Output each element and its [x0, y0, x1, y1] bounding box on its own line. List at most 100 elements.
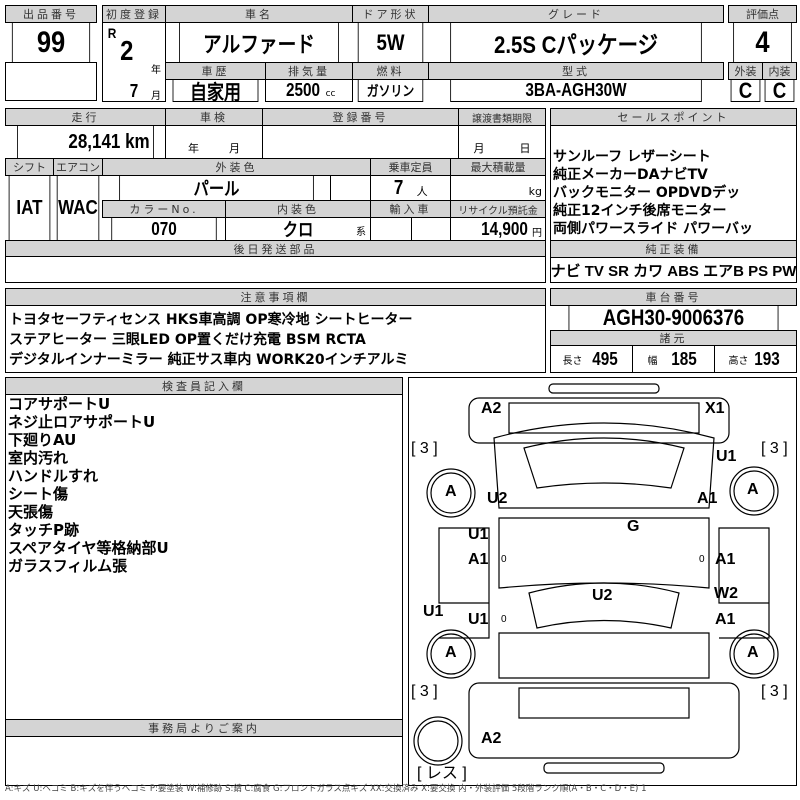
tire-mark: [ 3 ]: [411, 440, 438, 457]
inspector-line: コアサポートU: [8, 395, 111, 413]
later-parts: [5, 256, 546, 283]
damage-mark: A2: [481, 400, 502, 417]
inspection-label: 車検: [165, 108, 263, 126]
note-line: ステアヒーター 三眼LED OP置くだけ充電 BSM RCTA: [9, 332, 366, 348]
notes: トヨタセーフティセンス HKS車高調 OP寒冷地 シートヒーター ステアヒーター…: [5, 305, 546, 373]
lot-number: 99: [11, 22, 91, 63]
damage-mark: A1: [468, 551, 489, 568]
transfer-label: 譲渡書類期限: [458, 108, 546, 126]
inspection-month-unit: 月: [229, 142, 240, 155]
inspection-expiry: 年月: [165, 125, 263, 159]
import-b: [411, 217, 451, 241]
sales-point: バックモニター OPDVDデッ: [553, 185, 741, 201]
score-label: 評価点: [728, 5, 797, 23]
specs-label: 諸元: [550, 330, 797, 346]
damage-mark: W2: [714, 585, 738, 602]
damage-mark: A: [747, 481, 759, 498]
ext-grade: C: [730, 79, 761, 102]
capacity-label: 乗車定員: [370, 158, 451, 176]
inspector-notes: コアサポートU ネジ止ロアサポートU 下廻りAU 室内汚れ ハンドルすれ シート…: [8, 395, 169, 575]
sales-point: 純正メーカーDAナビTV: [553, 167, 708, 183]
int-color: クロ: [282, 220, 314, 240]
ac: WAC: [56, 175, 100, 241]
inspection-year-unit: 年: [188, 142, 199, 155]
recycle-unit: 円: [532, 228, 542, 239]
grade-label: グレード: [428, 5, 724, 23]
displacement: 2500: [285, 80, 320, 100]
damage-mark: A: [747, 644, 759, 661]
inspector-line: 天張傷: [8, 503, 54, 521]
mileage-label: 走行: [5, 108, 166, 126]
mileage: 28,141 km: [17, 125, 154, 159]
import-a: [370, 217, 412, 241]
ac-label: エアコン: [53, 158, 103, 176]
tire-mark: [ 3 ]: [411, 683, 438, 700]
shift-label: シフト: [5, 158, 54, 176]
year-unit: 年: [151, 65, 161, 76]
ext-color-extra: [330, 175, 371, 201]
damage-mark: U1: [716, 448, 737, 465]
chassis-label: 車台番号: [550, 288, 797, 306]
model-code: 3BA-AGH30W: [450, 79, 702, 102]
damage-mark: A: [445, 483, 457, 500]
chassis-number: AGH30-9006376: [568, 305, 779, 331]
sales-points-list: サンルーフ レザーシート 純正メーカーDAナビTV バックモニター OPDVDデ…: [553, 148, 753, 238]
inspector-line: 下廻りAU: [8, 431, 77, 449]
displacement-cell: 2500 cc: [265, 79, 353, 102]
score: 4: [733, 22, 792, 63]
inspector-label: 検査員記入欄: [5, 377, 403, 395]
car-outline-icon: [413, 383, 779, 774]
later-parts-label: 後日発送部品: [5, 240, 546, 257]
ext-color: パール: [119, 175, 314, 201]
sales-points: サンルーフ レザーシート 純正メーカーDAナビTV バックモニター OPDVDデ…: [550, 125, 797, 241]
damage-mark: A2: [481, 730, 502, 747]
sales-point: 純正12インチ後席モニター: [553, 203, 727, 219]
note-line: デジタルインナーミラー 純正サス車内 WORK20インチアルミ: [9, 352, 409, 368]
door-type: 5W: [357, 22, 424, 63]
grade: 2.5S Cパッケージ: [450, 22, 702, 63]
height: 193: [754, 348, 781, 369]
damage-mark: U1: [423, 603, 444, 620]
sales-point: 両側パワースライド パワーバッ: [553, 221, 754, 237]
inspector-line: タッチP跡: [8, 521, 79, 539]
damage-mark: U1: [468, 611, 489, 628]
width-label: 幅: [647, 355, 658, 367]
sales-points-label: セールスポイント: [550, 108, 797, 126]
tire-mark: [ 3 ]: [761, 683, 788, 700]
damage-mark: G: [627, 518, 640, 535]
recycle-label: リサイクル預託金: [450, 200, 546, 218]
max-load: kg: [450, 175, 546, 201]
max-load-label: 最大積載量: [450, 158, 546, 176]
office-label: 事務局よりご案内: [5, 719, 403, 737]
transfer-month-unit: 月: [473, 142, 485, 155]
note-line: トヨタセーフティセンス HKS車高調 OP寒冷地 シートヒーター: [9, 312, 413, 328]
inspector-line: ハンドルすれ: [8, 467, 99, 485]
shift: IAT: [8, 175, 51, 241]
door-label: ドア形状: [352, 5, 429, 23]
first-reg-label: 初度登録: [102, 5, 166, 23]
damage-mark: A: [445, 644, 457, 661]
displacement-label: 排気量: [265, 62, 353, 80]
inspector-line: スペアタイヤ等格納部U: [8, 539, 169, 557]
damage-mark: X1: [705, 400, 725, 417]
ext-color-label: 外装色: [102, 158, 371, 176]
damage-mark: A1: [715, 611, 736, 628]
car-name: アルファード: [179, 22, 339, 63]
damage-mark: U1: [468, 526, 489, 543]
inspector-line: ネジ止ロアサポートU: [8, 413, 156, 431]
int-grade-label: 内装: [762, 62, 797, 80]
displacement-unit: cc: [325, 88, 336, 99]
length: 495: [592, 348, 619, 369]
lot-label: 出品番号: [5, 5, 97, 23]
model-label: 型式: [428, 62, 724, 80]
import-label: 輸入車: [370, 200, 451, 218]
month-unit: 月: [151, 91, 161, 102]
color-no: 070: [111, 217, 217, 241]
sales-point: サンルーフ レザーシート: [553, 149, 711, 165]
int-color-cell: クロ系: [225, 217, 371, 241]
damage-mark: U2: [592, 587, 613, 604]
